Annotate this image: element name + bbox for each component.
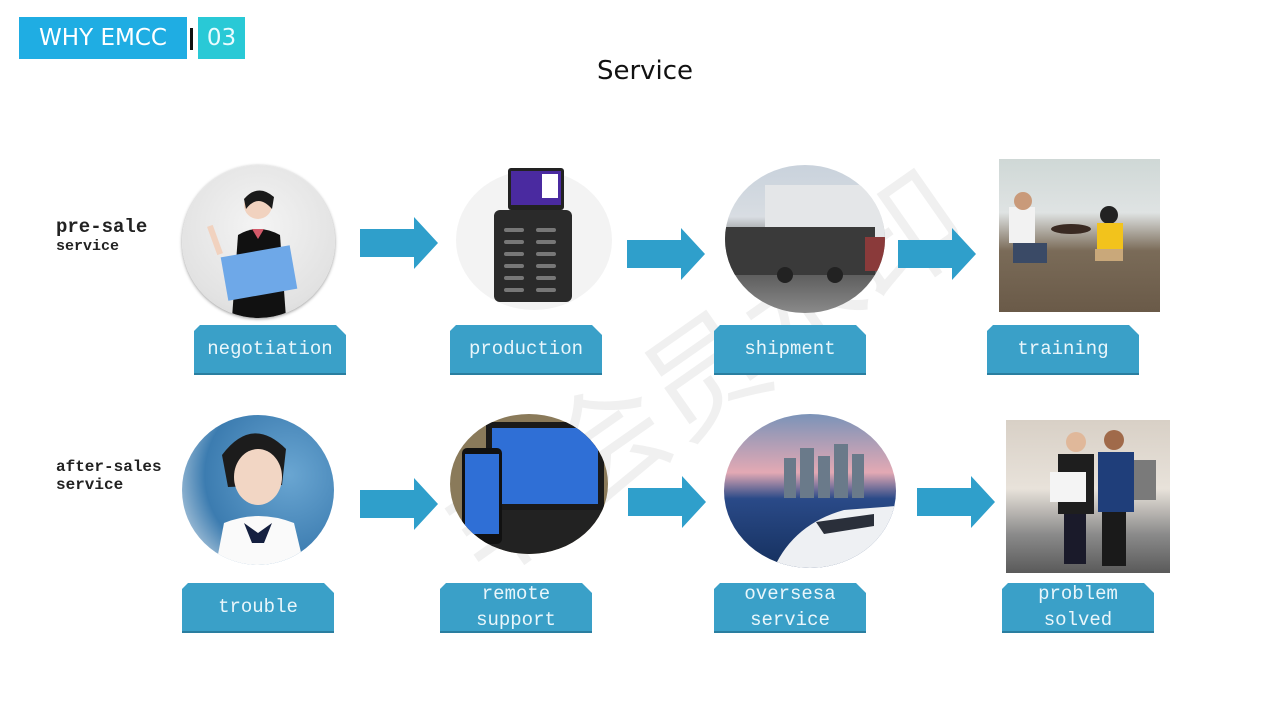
remote-support-image [450, 414, 608, 554]
training-image [999, 159, 1160, 312]
row-label-line2: service [56, 238, 120, 255]
arrow-right-icon [628, 476, 706, 528]
step-label-remote-support: remote support [440, 583, 592, 633]
step-label-trouble: trouble [182, 583, 334, 633]
pre-sale-row-label: pre-sale service [56, 216, 147, 255]
step-label-negotiation: negotiation [194, 325, 346, 375]
arrow-right-icon [627, 228, 705, 280]
shipment-image [725, 165, 885, 313]
after-sales-row-label: after-sales service [56, 458, 162, 494]
arrow-right-icon [917, 476, 995, 528]
step-label-training: training [987, 325, 1139, 375]
page-title: Service [596, 56, 694, 86]
step-label-problem-solved: problem solved [1002, 583, 1154, 633]
step-label-shipment: shipment [714, 325, 866, 375]
row-label-line2: service [56, 476, 124, 494]
oversesa-service-image [724, 414, 896, 568]
negotiation-image [182, 165, 335, 318]
section-number: 03 [198, 17, 245, 59]
arrow-right-icon [360, 217, 438, 269]
header-divider [190, 28, 193, 50]
step-label-production: production [450, 325, 602, 375]
arrow-right-icon [360, 478, 438, 530]
row-label-line1: pre-sale [56, 216, 148, 238]
row-label-line1: after-sales [56, 458, 162, 476]
section-tag: WHY EMCC [19, 17, 187, 59]
arrow-right-icon [898, 228, 976, 280]
step-label-oversesa-service: oversesa service [714, 583, 866, 633]
production-image [492, 168, 572, 303]
problem-solved-image [1006, 420, 1170, 573]
trouble-image [182, 415, 334, 565]
